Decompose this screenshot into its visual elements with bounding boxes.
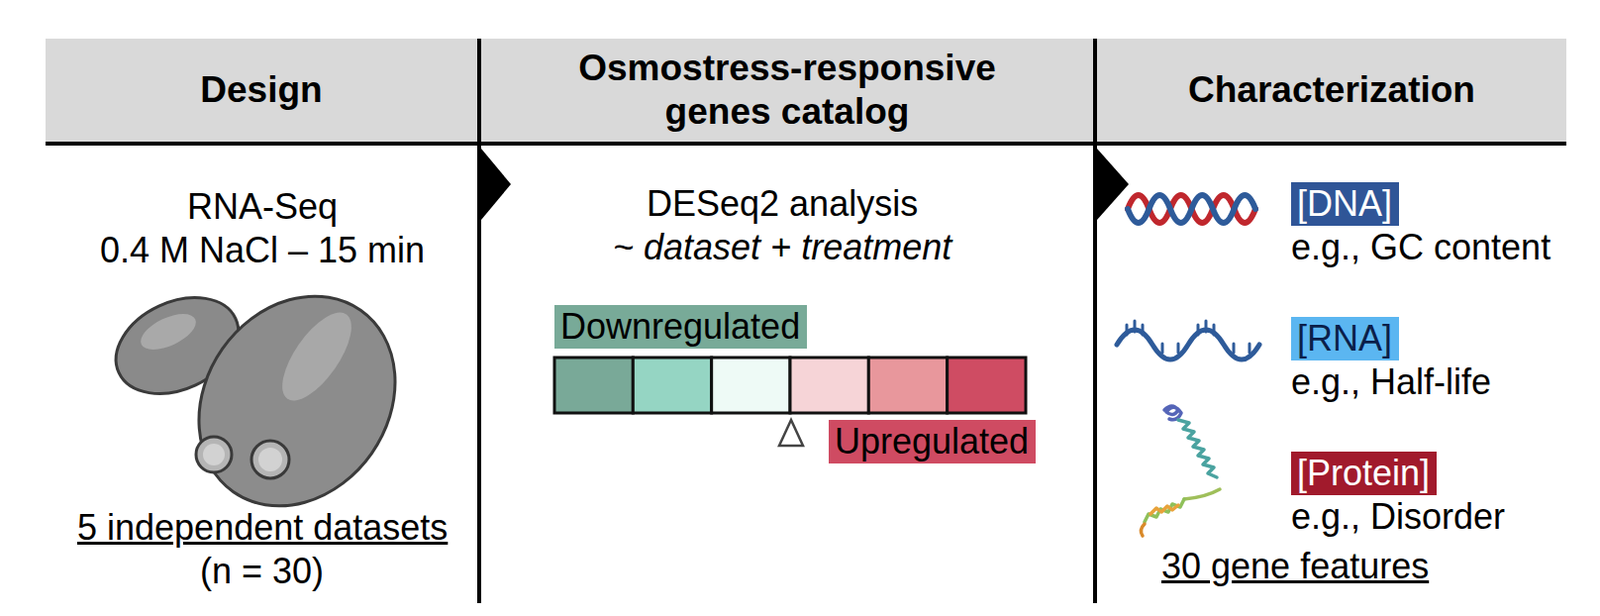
protein-loop [1184, 489, 1220, 500]
text-label: RNA-Seq [187, 186, 338, 227]
protein-helix [1144, 499, 1185, 522]
tag-text: [DNA] [1297, 184, 1393, 224]
tag-text: Downregulated [560, 306, 800, 347]
bud-scar [196, 436, 232, 473]
protein-tag: [Protein] [1291, 451, 1437, 496]
text-label: e.g., GC content [1291, 226, 1551, 268]
text-label: 0.4 M NaCl – 15 min [100, 229, 425, 271]
dna-icon [1127, 195, 1256, 223]
text-label: DESeq2 analysis [646, 183, 918, 224]
column-heading: Design [200, 68, 322, 112]
downregulated-box: Downregulated [554, 304, 807, 349]
dna-strand [1127, 195, 1256, 223]
column-heading: Osmostress-responsive genes catalog [554, 46, 1020, 135]
tag-text: [Protein] [1297, 453, 1430, 494]
header-cell: Design [45, 38, 478, 142]
text-label: ~ dataset + treatment [612, 226, 952, 268]
protein-tail [1140, 523, 1145, 536]
flow-marker [1097, 148, 1129, 220]
table-lines [45, 38, 1567, 603]
yeast-illustration [100, 257, 435, 544]
rna-tag: [RNA] [1291, 316, 1400, 361]
column-heading: Characterization [1188, 68, 1476, 112]
bud-scar [202, 443, 225, 466]
scale-cell [790, 357, 869, 413]
tag-text: Upregulated [834, 421, 1029, 462]
header-rule [45, 141, 1567, 146]
text-label: e.g., Half-life [1291, 361, 1492, 402]
yeast-highlight [269, 301, 365, 411]
bud-scar [258, 447, 283, 472]
color-scale [554, 357, 1026, 413]
dna-tag: [DNA] [1291, 182, 1400, 226]
tag-text: [RNA] [1297, 318, 1393, 359]
upregulated-box: Upregulated [828, 419, 1036, 464]
rna-icon [1116, 320, 1260, 360]
rna-strand [1116, 329, 1260, 360]
text-label: (n = 30) [200, 550, 324, 592]
zero-marker [779, 419, 803, 446]
yeast-highlight [135, 306, 201, 358]
header-cell: Characterization [1097, 38, 1567, 142]
protein-helix [1164, 405, 1182, 420]
header-cell: Osmostress-responsive genes catalog [481, 38, 1094, 142]
scale-cell [868, 357, 947, 413]
text-label: 5 independent datasets [77, 506, 448, 548]
text-label: e.g., Disorder [1291, 496, 1505, 537]
flow-marker [481, 148, 511, 220]
scale-cell [554, 357, 633, 413]
dna-strand [1127, 195, 1256, 223]
protein-icon [1140, 405, 1220, 536]
scale-cell [632, 357, 711, 413]
scale-cell [711, 357, 791, 413]
rna-bases [1126, 320, 1250, 353]
protein-helix [1150, 504, 1179, 514]
yeast-cell [158, 257, 435, 544]
scale-cell [947, 357, 1026, 413]
text-label: 30 gene features [1161, 545, 1429, 587]
bud-scar [251, 440, 290, 479]
protein-helix [1178, 419, 1217, 478]
